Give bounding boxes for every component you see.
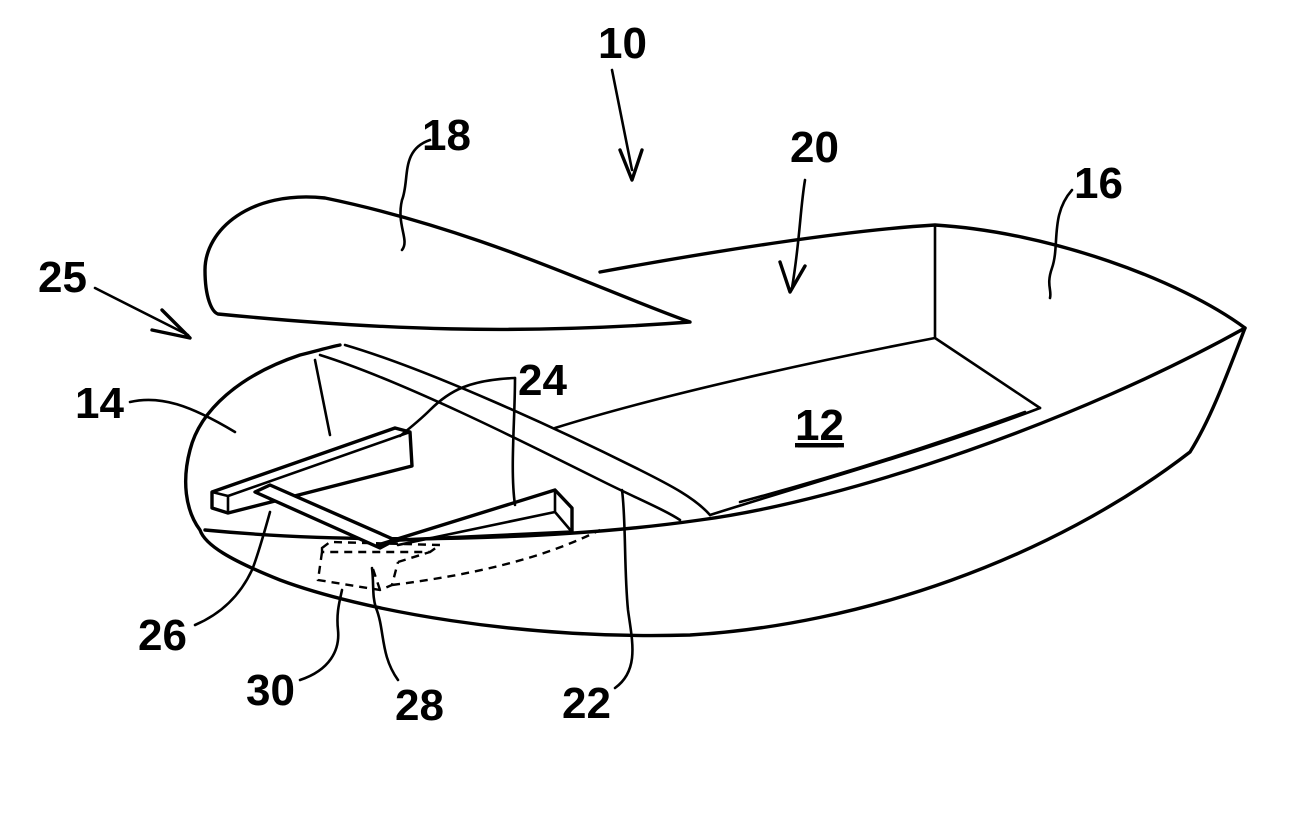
label-16: 16: [1074, 159, 1123, 208]
gunwale-rim: [205, 328, 1245, 539]
floor-strip: [740, 412, 1025, 502]
label-12: 12: [795, 401, 844, 450]
runner-lower: [378, 490, 572, 545]
label-20: 20: [790, 123, 839, 172]
label-26: 26: [138, 611, 187, 660]
label-14: 14: [75, 379, 124, 428]
label-18: 18: [422, 111, 471, 160]
label-24: 24: [518, 356, 567, 405]
lid-outline: [205, 197, 690, 329]
label-30: 30: [246, 666, 295, 715]
hull-outline: [186, 225, 1245, 636]
leader-lines: [95, 70, 1072, 688]
label-28: 28: [395, 681, 444, 730]
label-22: 22: [562, 679, 611, 728]
label-10: 10: [598, 19, 647, 68]
bow-divider: [315, 360, 330, 435]
label-25: 25: [38, 253, 87, 302]
